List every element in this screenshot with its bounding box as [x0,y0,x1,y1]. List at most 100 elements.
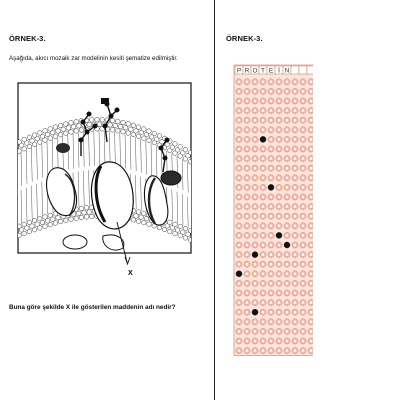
answer-bubble-marked [251,251,259,258]
peripheral-protein-left [62,234,88,250]
letter-box-char: T [261,67,265,74]
bubble-inner [261,118,265,122]
bubble-inner [261,80,265,84]
bubble-inner [293,339,297,343]
bubble-inner [245,205,249,208]
bubble-inner [245,243,249,247]
bubble-inner [293,205,297,208]
bubble-inner [245,109,249,112]
bubble-inner [309,291,313,295]
bubble-inner [301,224,305,228]
bubble-inner [269,234,273,237]
bubble-inner [237,262,241,266]
bubble-inner [285,109,289,112]
bubble-inner [237,339,241,343]
bubble-inner [277,224,281,228]
bubble-inner [293,262,297,266]
letter-box [306,65,313,75]
bubble-inner [277,138,281,141]
bubble-inner [261,272,265,276]
bubble-inner [285,90,289,93]
carbohydrate-chains [78,101,170,173]
bubble-inner [253,90,257,93]
bubble-inner [245,214,249,218]
bubble-inner [237,128,241,132]
bubble-inner [237,157,241,160]
bubble-inner [293,272,297,276]
intro-text: Aşağıda, akıcı mozaik zar modelinin kesi… [9,55,178,62]
bubble-inner [285,157,289,160]
bubble-inner [237,214,241,218]
bubble-inner [253,157,257,160]
bubble-inner [261,90,265,93]
bubble-inner [285,214,289,218]
bubble-inner [237,166,241,170]
integral-protein-x [90,161,134,230]
bubble-inner [269,282,273,285]
bubble-inner [309,90,313,93]
bubble-inner [293,214,297,218]
bubble-inner [301,99,305,103]
membrane-figure: X [17,82,197,282]
bubble-inner [301,214,305,218]
bubble-inner [293,320,297,324]
bubble-inner [269,195,273,199]
bubble-inner [245,272,249,276]
bubble-inner [277,349,281,352]
bubble-inner [309,339,313,343]
bubble-inner [285,195,289,199]
bubble-inner [309,205,313,208]
bubble-inner [237,234,241,237]
bubble-inner [309,195,313,199]
bubble-inner [261,243,265,247]
bubble-inner [277,320,281,324]
bubble-inner [261,282,265,285]
bubble-inner [293,128,297,132]
bubble-inner [261,176,265,180]
bubble-inner [261,262,265,266]
bubble-inner [293,166,297,170]
peripheral-protein-mid [102,234,125,251]
bubble-inner [253,320,257,324]
bubble-inner [237,99,241,103]
bubble-inner [237,301,241,304]
bubble-inner [261,330,265,333]
bubble-inner [309,310,313,314]
bubble-inner [261,147,265,151]
bubble-inner [253,339,257,343]
bubble-inner [301,109,305,112]
bubble-inner [277,176,281,180]
fluid-mosaic-membrane-diagram: X [17,82,192,277]
bubble-inner [245,301,249,304]
bubble-inner [245,310,249,314]
bubble-inner [301,157,305,160]
bubble-inner [277,301,281,304]
bubble-inner [301,234,305,237]
bubble-inner [269,99,273,103]
bubble-inner [269,243,273,247]
bubble-inner [253,195,257,199]
bubble-inner [245,320,249,324]
bubble-inner [285,320,289,324]
bubble-inner [277,118,281,122]
bubble-inner [253,138,257,141]
bubble-inner [237,186,241,189]
bubble-inner [261,310,265,314]
bubble-inner [245,262,249,266]
bubble-inner [285,186,289,189]
bubble-inner [253,147,257,151]
bubble-inner [277,310,281,314]
bubble-inner [245,176,249,180]
bubble-inner [309,176,313,180]
bubble-inner [261,128,265,132]
bubble-inner [237,195,241,199]
bubble-inner [261,205,265,208]
bubble-inner [293,80,297,84]
bubble-inner [285,138,289,141]
bubble-inner [309,243,313,247]
bubble-inner [269,128,273,132]
bubble-inner [245,186,249,189]
bubble-inner [245,234,249,237]
bubble-inner [245,195,249,199]
